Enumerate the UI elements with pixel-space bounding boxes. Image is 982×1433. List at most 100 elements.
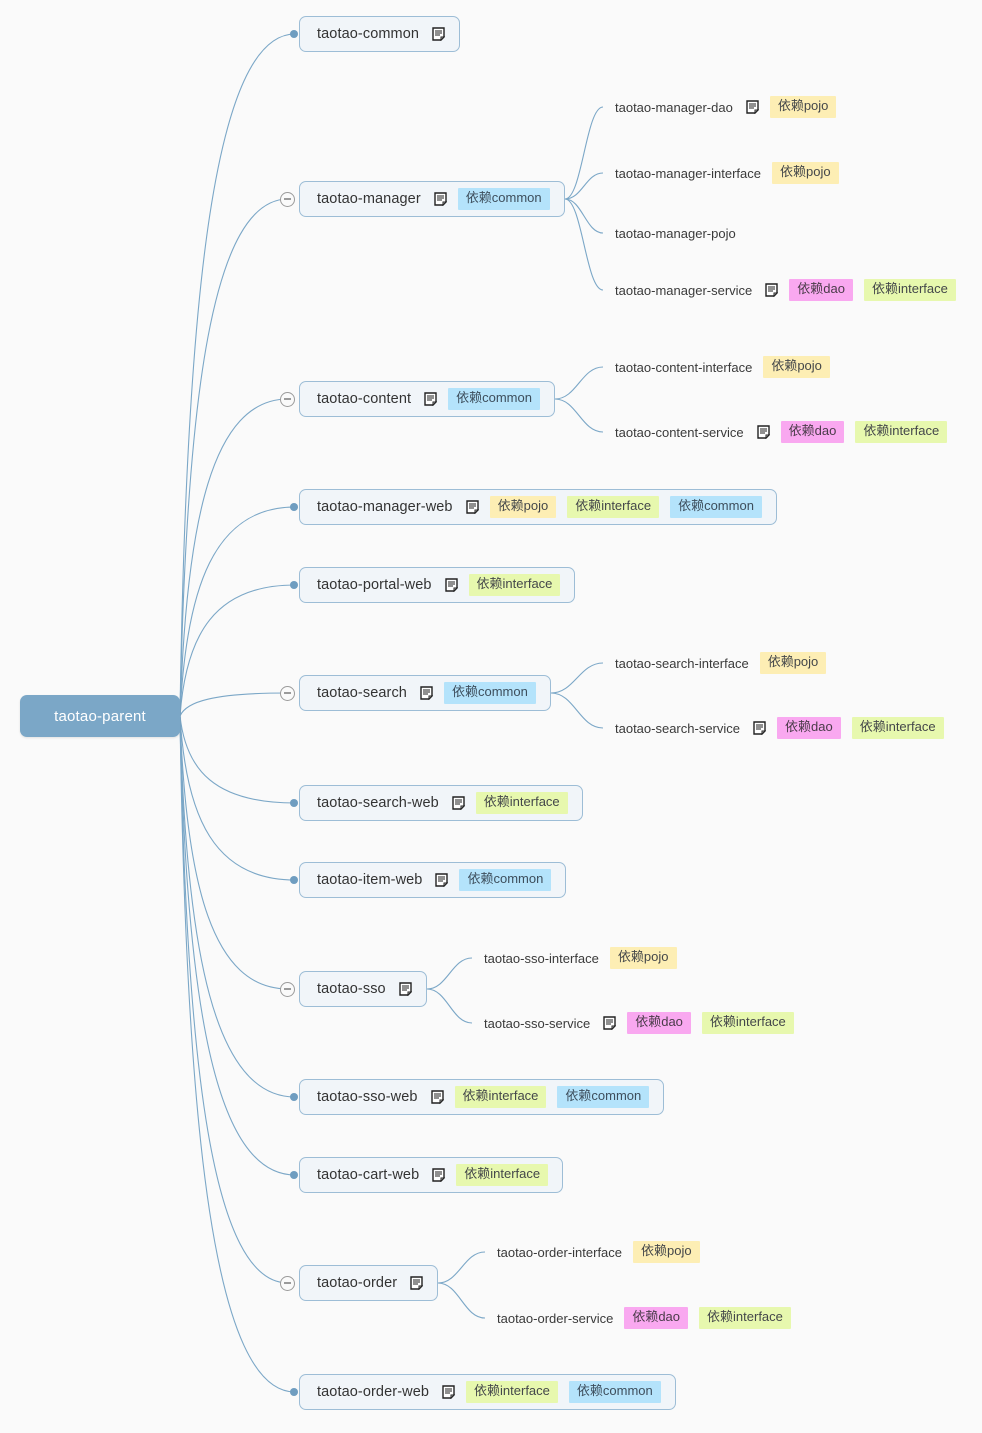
leaf-dot-taotao-sso-web [290, 1093, 298, 1101]
dependency-tag-interface[interactable]: 依赖interface [567, 496, 660, 518]
leaf-dot-taotao-order-web [290, 1388, 298, 1396]
branch-node-label: taotao-content [317, 391, 412, 407]
note-icon[interactable] [465, 500, 479, 514]
note-icon[interactable] [420, 686, 433, 700]
branch-node-label: taotao-portal-web [317, 577, 432, 593]
branch-node-taotao-order[interactable]: taotao-order [299, 1265, 439, 1301]
child-node-label: taotao-manager-pojo [615, 225, 736, 241]
note-icon[interactable] [765, 283, 779, 297]
note-icon[interactable] [432, 1168, 446, 1182]
branch-node-label: taotao-common [317, 26, 420, 42]
dependency-tag-dao[interactable]: 依赖dao [624, 1307, 689, 1329]
child-node-taotao-manager-dao[interactable]: taotao-manager-dao 依赖pojo [615, 96, 837, 118]
branch-node-taotao-content[interactable]: taotao-content 依赖common [299, 381, 555, 417]
note-icon[interactable] [432, 27, 446, 41]
branch-node-taotao-common[interactable]: taotao-common [299, 16, 461, 52]
note-icon[interactable] [756, 425, 770, 439]
dependency-tag-interface[interactable]: 依赖interface [468, 574, 561, 596]
dependency-tag-interface[interactable]: 依赖interface [466, 1381, 558, 1403]
dependency-tag-pojo[interactable]: 依赖pojo [769, 96, 837, 118]
dependency-tag-pojo[interactable]: 依赖pojo [759, 652, 827, 674]
leaf-dot-taotao-cart-web [290, 1171, 298, 1179]
dependency-tag-common[interactable]: 依赖common [457, 188, 550, 210]
collapse-toggle-taotao-content[interactable] [280, 391, 295, 407]
dependency-tag-pojo[interactable]: 依赖pojo [763, 356, 830, 378]
child-node-taotao-order-interface[interactable]: taotao-order-interface 依赖pojo [497, 1241, 700, 1263]
dependency-tag-dao[interactable]: 依赖dao [789, 279, 853, 301]
branch-node-taotao-portal-web[interactable]: taotao-portal-web 依赖interface [299, 567, 576, 603]
child-node-label: taotao-manager-service [615, 282, 753, 298]
dependency-tag-pojo[interactable]: 依赖pojo [633, 1241, 700, 1263]
note-icon[interactable] [399, 982, 412, 996]
branch-node-taotao-cart-web[interactable]: taotao-cart-web 依赖interface [299, 1157, 564, 1193]
branch-node-label: taotao-manager [317, 191, 421, 207]
leaf-dot-taotao-portal-web [290, 581, 298, 589]
branch-node-taotao-order-web[interactable]: taotao-order-web 依赖interface 依赖common [299, 1374, 676, 1410]
dependency-tag-common[interactable]: 依赖common [443, 682, 536, 704]
leaf-dot-taotao-manager-web [290, 503, 298, 511]
note-icon[interactable] [603, 1016, 617, 1030]
branch-node-taotao-sso[interactable]: taotao-sso [299, 971, 427, 1007]
dependency-tag-interface[interactable]: 依赖interface [454, 1086, 547, 1108]
note-icon[interactable] [434, 192, 447, 206]
dependency-tag-interface[interactable]: 依赖interface [456, 1164, 549, 1186]
dependency-tag-common[interactable]: 依赖common [459, 869, 552, 891]
collapse-toggle-taotao-search[interactable] [280, 685, 295, 701]
note-icon[interactable] [746, 100, 759, 114]
dependency-tag-dao[interactable]: 依赖dao [627, 1012, 691, 1034]
dependency-tag-pojo[interactable]: 依赖pojo [489, 496, 557, 518]
branch-node-label: taotao-cart-web [317, 1167, 420, 1183]
dependency-tag-interface[interactable]: 依赖interface [475, 792, 568, 814]
note-icon[interactable] [424, 392, 438, 406]
collapse-toggle-taotao-manager[interactable] [280, 191, 295, 207]
collapse-toggle-taotao-order[interactable] [280, 1275, 295, 1291]
note-icon[interactable] [435, 873, 449, 887]
note-icon[interactable] [410, 1276, 424, 1290]
branch-node-label: taotao-item-web [317, 872, 423, 888]
child-node-taotao-manager-pojo[interactable]: taotao-manager-pojo [615, 222, 736, 244]
child-node-taotao-order-service[interactable]: taotao-order-service 依赖dao 依赖interface [497, 1307, 791, 1329]
dependency-tag-interface[interactable]: 依赖interface [699, 1307, 791, 1329]
child-node-label: taotao-sso-interface [484, 950, 599, 966]
branch-node-label: taotao-order-web [317, 1384, 430, 1400]
child-node-label: taotao-order-interface [497, 1244, 623, 1260]
dependency-tag-common[interactable]: 依赖common [557, 1086, 650, 1108]
dependency-tag-pojo[interactable]: 依赖pojo [609, 947, 677, 969]
dependency-tag-dao[interactable]: 依赖dao [780, 421, 845, 443]
note-icon[interactable] [444, 578, 458, 592]
branch-node-taotao-item-web[interactable]: taotao-item-web 依赖common [299, 862, 567, 898]
child-node-label: taotao-manager-dao [615, 99, 733, 115]
note-icon[interactable] [452, 796, 465, 810]
dependency-tag-dao[interactable]: 依赖dao [777, 717, 841, 739]
dependency-tag-common[interactable]: 依赖common [448, 388, 540, 410]
dependency-tag-interface[interactable]: 依赖interface [864, 279, 956, 301]
root-node-taotao-parent[interactable]: taotao-parent [20, 695, 180, 737]
child-node-label: taotao-order-service [497, 1310, 614, 1326]
note-icon[interactable] [753, 721, 766, 735]
dependency-tag-common[interactable]: 依赖common [670, 496, 762, 518]
leaf-dot-taotao-common [290, 30, 298, 38]
dependency-tag-pojo[interactable]: 依赖pojo [771, 162, 839, 184]
dependency-tag-interface[interactable]: 依赖interface [855, 421, 948, 443]
note-icon[interactable] [430, 1090, 444, 1104]
dependency-tag-interface[interactable]: 依赖interface [701, 1012, 794, 1034]
child-node-taotao-sso-interface[interactable]: taotao-sso-interface 依赖pojo [484, 947, 677, 969]
child-node-taotao-content-service[interactable]: taotao-content-service 依赖dao 依赖interface [615, 421, 948, 443]
child-node-label: taotao-content-service [615, 424, 744, 440]
dependency-tag-common[interactable]: 依赖common [568, 1381, 661, 1403]
branch-node-taotao-manager[interactable]: taotao-manager 依赖common [299, 181, 565, 217]
child-node-taotao-manager-service[interactable]: taotao-manager-service 依赖dao 依赖interface [615, 279, 956, 301]
note-icon[interactable] [442, 1385, 456, 1399]
collapse-toggle-taotao-sso[interactable] [280, 981, 295, 997]
dependency-tag-interface[interactable]: 依赖interface [851, 717, 944, 739]
